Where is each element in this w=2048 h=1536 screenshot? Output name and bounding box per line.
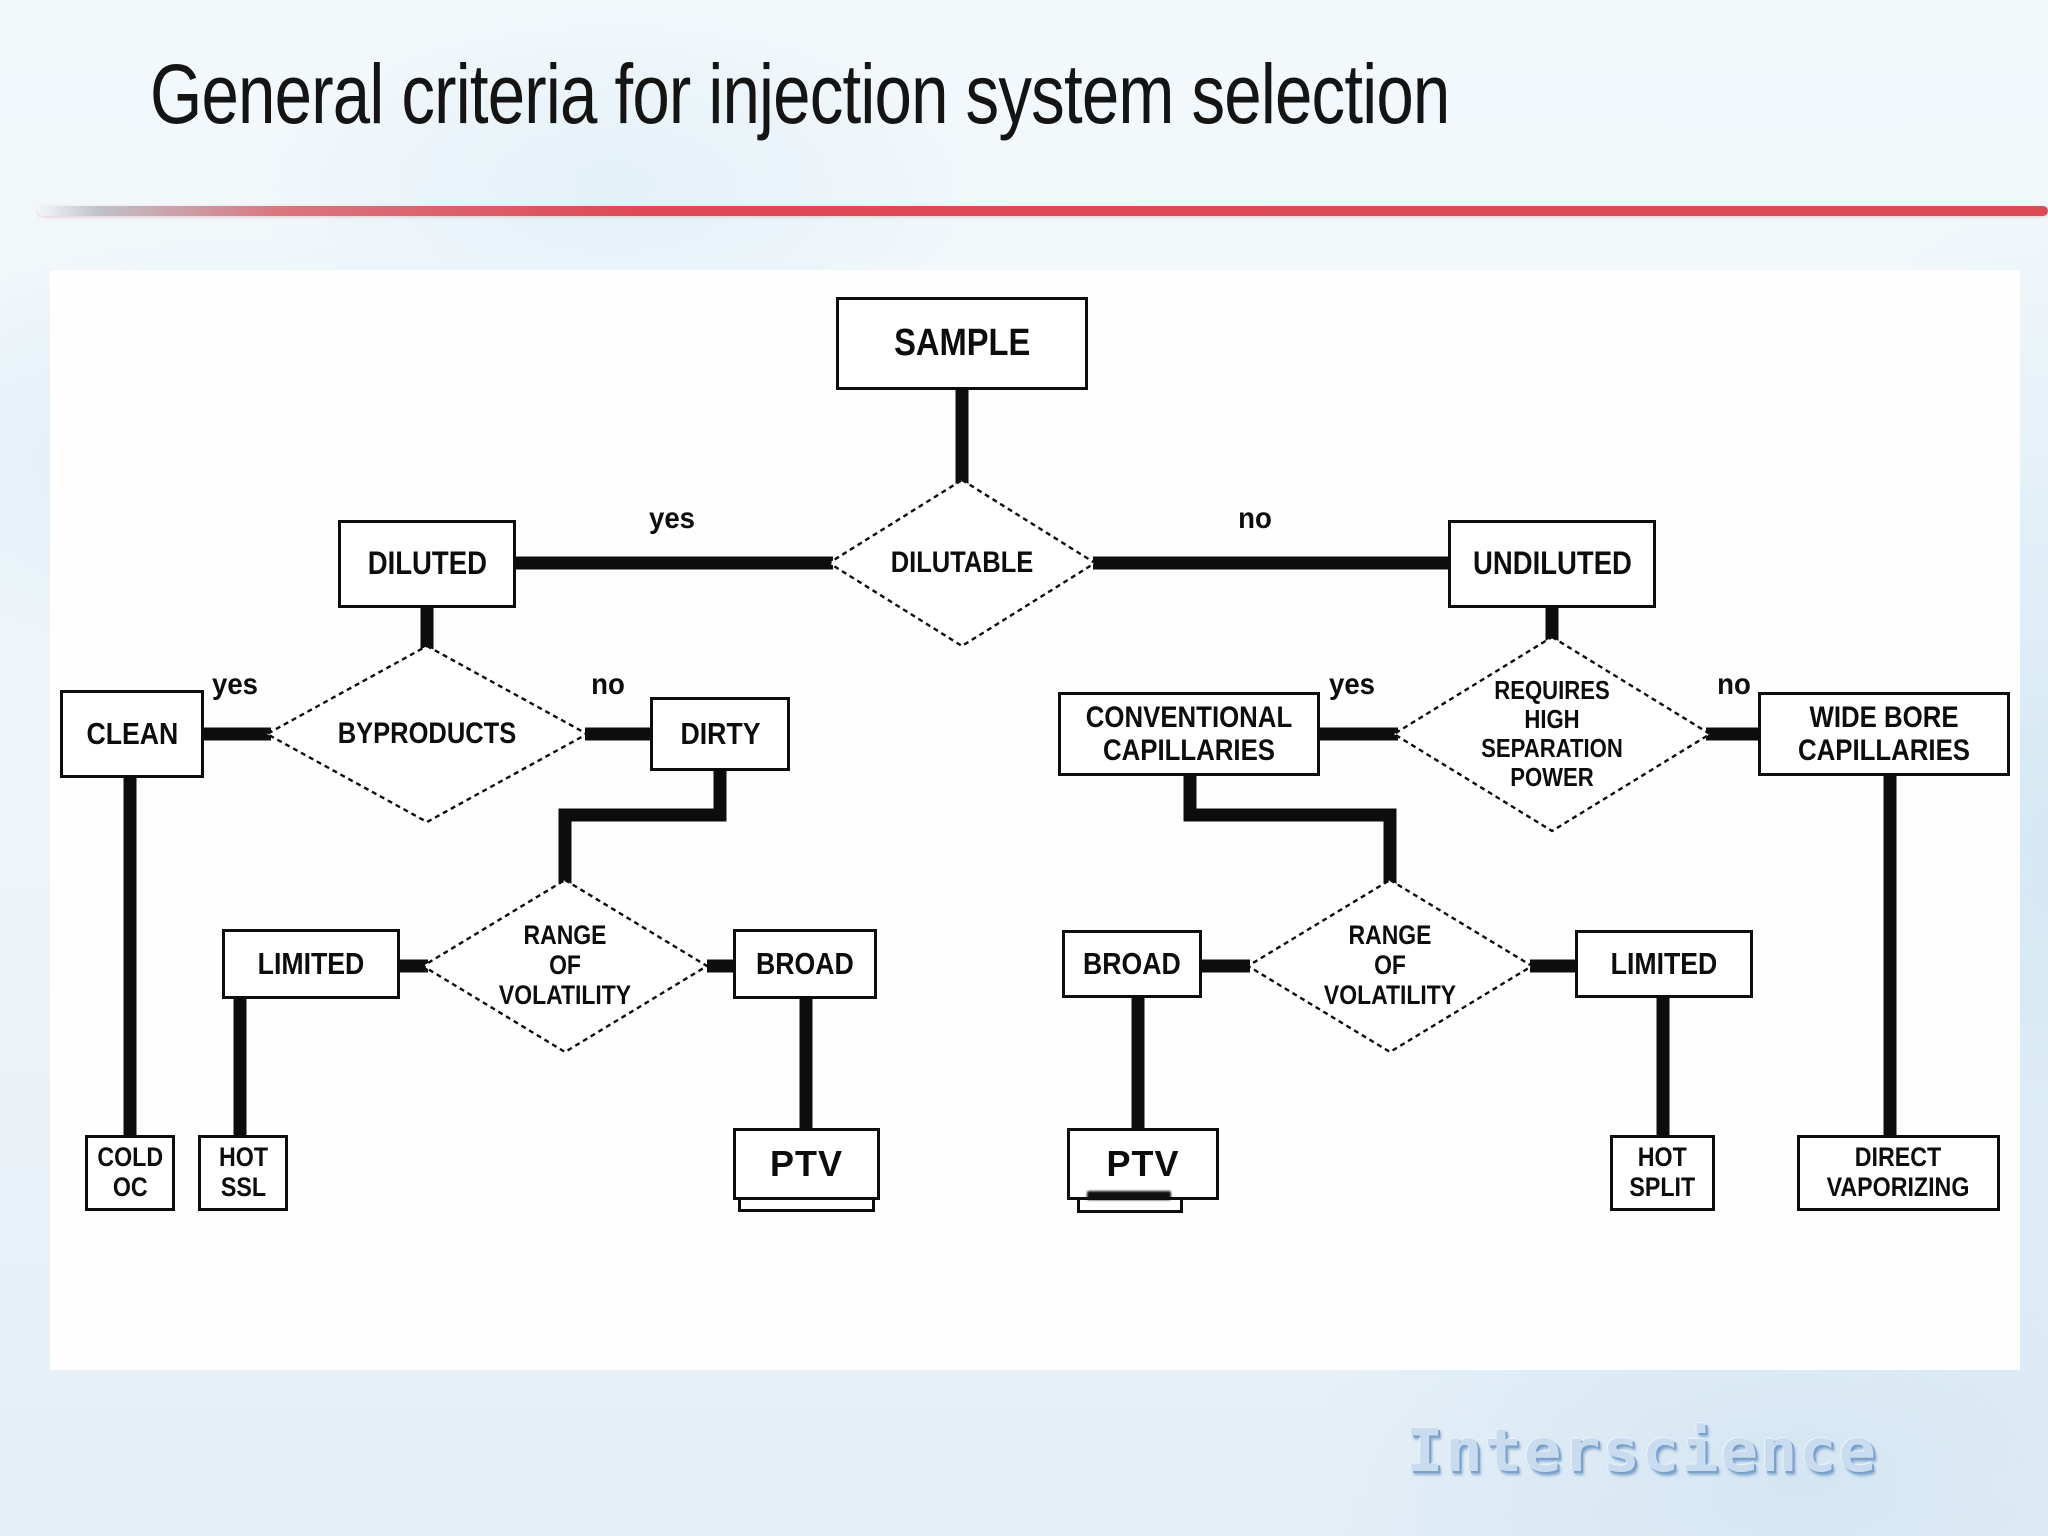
node-sample: SAMPLE xyxy=(836,297,1088,390)
node-limited-right: LIMITED xyxy=(1575,930,1753,998)
diamond-label-range-of-volatility-right: RANGE OF VOLATILITY xyxy=(1323,920,1457,1011)
connector-elbow xyxy=(1183,776,1397,886)
node-clean: CLEAN xyxy=(60,690,204,778)
diamond-label-range-of-volatility-left: RANGE OF VOLATILITY xyxy=(498,920,632,1011)
diamond-label-dilutable: DILUTABLE xyxy=(890,546,1034,579)
decision-diamond-byproducts xyxy=(264,644,590,824)
page-title: General criteria for injection system se… xyxy=(150,47,1450,141)
edge-label-no: no xyxy=(1717,668,1751,701)
node-diluted: DILUTED xyxy=(338,520,516,608)
decision-diamond-requires-high-separation-power xyxy=(1391,635,1713,833)
node-ptv-right: PTV xyxy=(1067,1128,1219,1200)
edge-label-no: no xyxy=(591,668,625,701)
node-ptv-left: PTV xyxy=(733,1128,880,1200)
node-undiluted: UNDILUTED xyxy=(1448,520,1656,608)
diamond-label-requires-high-separation-power: REQUIRES HIGH SEPARATION POWER xyxy=(1481,675,1623,793)
node-limited-left: LIMITED xyxy=(222,929,400,999)
interscience-logo: Interscience xyxy=(1406,1416,1878,1486)
decision-diamond-range-of-volatility-right xyxy=(1245,878,1535,1054)
node-broad-right: BROAD xyxy=(1062,930,1202,998)
decision-diamond-dilutable xyxy=(826,478,1098,648)
edge-label-yes: yes xyxy=(1328,668,1376,701)
title-divider-rule xyxy=(38,206,2048,216)
decision-diamond-range-of-volatility-left xyxy=(420,878,710,1054)
diamond-label-byproducts: BYPRODUCTS xyxy=(337,717,517,750)
connector-elbow xyxy=(558,771,727,886)
flowchart-connectors xyxy=(123,390,1897,1145)
edge-label-no: no xyxy=(1238,502,1272,535)
hidden-node-text-fragment xyxy=(1087,1191,1171,1200)
node-dirty: DIRTY xyxy=(650,697,790,771)
edge-label-yes: yes xyxy=(211,668,259,701)
flowchart-panel: yes no yes no yes no DILUTABLE BYPRODUCT… xyxy=(50,270,2020,1370)
edge-label-yes: yes xyxy=(648,502,696,535)
node-broad-left: BROAD xyxy=(733,929,877,999)
